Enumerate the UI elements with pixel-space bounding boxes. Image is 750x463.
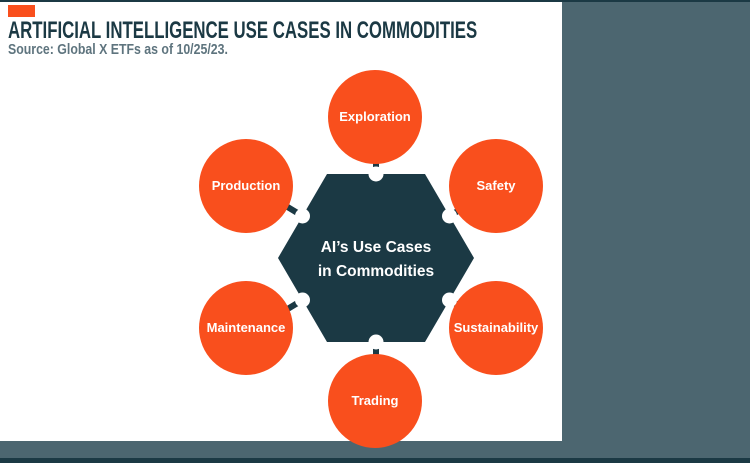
joint-dot-lower-left — [295, 292, 310, 308]
hub-label-line2: in Commodities — [318, 263, 434, 280]
top-border-line — [0, 0, 750, 2]
node-label-sustainability: Sustainability — [454, 320, 539, 335]
hub-hexagon — [278, 174, 474, 342]
page-background-right — [562, 0, 750, 463]
node-label-production: Production — [212, 178, 281, 193]
joint-dot-lower-right — [442, 292, 457, 308]
node-label-maintenance: Maintenance — [207, 320, 286, 335]
node-circle-sustainability — [449, 281, 543, 375]
node-circle-production — [199, 139, 293, 233]
node-circle-safety — [449, 139, 543, 233]
joint-dot-bottom — [368, 334, 384, 350]
brand-accent-bar — [8, 5, 35, 17]
joint-dot-upper-right — [442, 208, 457, 224]
joint-dot-upper-left — [295, 208, 310, 224]
bottom-border-line — [0, 458, 750, 463]
node-circle-maintenance — [199, 281, 293, 375]
node-circle-exploration — [328, 70, 422, 164]
node-label-safety: Safety — [476, 178, 516, 193]
node-label-trading: Trading — [352, 393, 399, 408]
joint-dot-top — [368, 166, 384, 182]
node-label-exploration: Exploration — [339, 109, 411, 124]
page-title: ARTIFICIAL INTELLIGENCE USE CASES IN COM… — [8, 17, 478, 44]
source-note: Source: Global X ETFs as of 10/25/23. — [8, 42, 228, 58]
page-background-bottom — [0, 441, 750, 458]
node-circle-trading — [328, 354, 422, 448]
hub-label-line1: AI’s Use Cases — [321, 239, 432, 256]
